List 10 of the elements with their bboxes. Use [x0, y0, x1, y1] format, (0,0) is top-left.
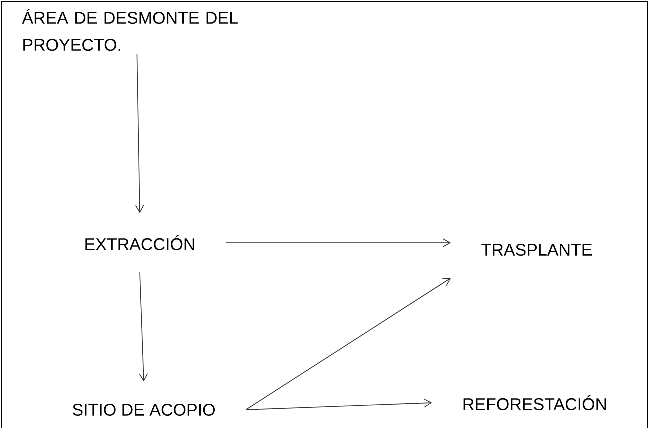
arrow: [139, 272, 148, 382]
arrow: [246, 398, 432, 410]
step-label: SITIO DE ACOPIO: [72, 404, 215, 416]
step-label: EXTRACCIÓN: [86, 236, 194, 250]
step-label: REFORESTACIÓN: [464, 396, 606, 410]
step-label: ÁREA DE DESMONTE DEL PROYECTO.: [22, 9, 238, 52]
step-label: TRASPLANTE: [482, 244, 592, 256]
arrow: [226, 238, 452, 248]
arrow: [246, 278, 452, 410]
arrow: [135, 54, 144, 214]
